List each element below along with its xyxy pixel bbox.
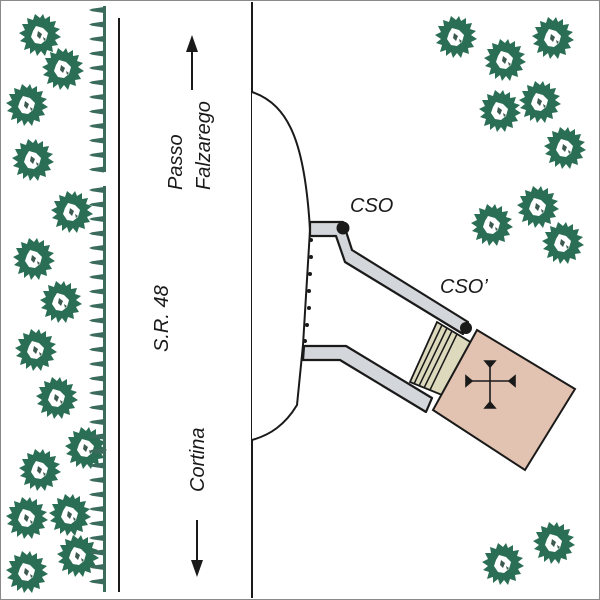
tree-icon xyxy=(19,449,61,491)
hedge-tooth xyxy=(89,94,104,100)
hedge-tooth xyxy=(89,79,104,86)
roadside-hedge xyxy=(89,6,106,592)
arrow-down-icon xyxy=(191,520,203,577)
hedge-tooth xyxy=(89,361,104,367)
hedge-tooth xyxy=(89,21,104,28)
tree-icon xyxy=(517,186,559,228)
hedge-tooth xyxy=(89,375,104,382)
hedge-tooth xyxy=(89,578,104,585)
tree-icon xyxy=(49,494,91,536)
treatment-tank xyxy=(431,328,577,472)
tree-icon xyxy=(42,48,84,90)
hedge-tooth xyxy=(89,346,104,353)
hedge-tooth xyxy=(89,288,104,295)
tree-icon xyxy=(36,377,78,419)
hedge-tooth xyxy=(89,390,104,396)
tree-icon xyxy=(19,14,61,56)
hedge-tooth xyxy=(89,201,104,208)
hedge-tooth xyxy=(89,216,104,222)
tree-icon xyxy=(471,204,513,246)
passo-label: Passo xyxy=(165,134,187,190)
cso-prime-label: CSO’ xyxy=(440,276,488,298)
inflow-pipe xyxy=(301,344,434,414)
hedge-tooth xyxy=(89,65,104,71)
hedge-stem xyxy=(103,186,106,592)
hedge-tooth xyxy=(89,564,104,570)
hedge-tooth xyxy=(89,108,104,115)
tree-icon xyxy=(519,81,561,123)
tree-icon xyxy=(435,16,477,58)
hedge-tooth xyxy=(89,245,104,251)
hedge-tooth xyxy=(89,520,104,527)
tree-icon xyxy=(57,535,99,577)
tree-icon xyxy=(6,551,48,593)
hedge-tooth xyxy=(89,506,104,512)
hedge-tooth xyxy=(89,152,104,158)
screen-section xyxy=(408,320,479,399)
tree-cluster-left xyxy=(6,14,107,593)
weir-dots xyxy=(303,238,313,343)
tree-cluster-right xyxy=(435,16,586,585)
hedge-tooth xyxy=(89,491,104,498)
tree-icon xyxy=(482,543,524,585)
tree-icon xyxy=(12,139,54,181)
tree-icon xyxy=(533,522,575,564)
hedge-tooth xyxy=(89,477,104,483)
hedge-tooth xyxy=(89,462,104,469)
overflow-chamber xyxy=(251,91,312,441)
tree-icon xyxy=(6,84,48,126)
tree-icon xyxy=(13,238,55,280)
tree-icon xyxy=(51,191,93,233)
hedge-tooth xyxy=(89,36,104,42)
hedge-tooth xyxy=(89,7,104,13)
hedge-tooth xyxy=(89,137,104,144)
hedge-tooth xyxy=(89,317,104,324)
tree-icon xyxy=(15,329,57,371)
hedge-tooth xyxy=(89,187,104,193)
hedge-tooth xyxy=(89,166,104,173)
hedge-tooth xyxy=(89,332,104,338)
arrow-up-icon xyxy=(186,35,198,90)
hedge-tooth xyxy=(89,404,104,411)
hedge-tooth xyxy=(89,433,104,440)
cso-label: CSO xyxy=(350,195,393,217)
falzarego-label: Falzarego xyxy=(193,101,215,190)
hedge-tooth xyxy=(89,303,104,309)
cross-icon xyxy=(465,360,516,409)
hedge-stem xyxy=(103,6,106,172)
tree-icon xyxy=(542,222,584,264)
tree-icon xyxy=(544,127,586,169)
tree-icon xyxy=(40,281,82,323)
hedge-tooth xyxy=(89,274,104,280)
hedge-tooth xyxy=(89,123,104,129)
tree-icon xyxy=(6,497,48,539)
hedge-tooth xyxy=(89,230,104,237)
road-name-label: S.R. 48 xyxy=(151,285,173,352)
cortina-label: Cortina xyxy=(187,428,209,492)
cso-prime-point-marker[interactable] xyxy=(460,322,472,334)
hedge-tooth xyxy=(89,535,104,541)
tree-icon xyxy=(532,17,574,59)
tree-icon xyxy=(479,90,521,132)
hedge-tooth xyxy=(89,448,104,454)
tree-icon xyxy=(65,427,107,469)
hedge-tooth xyxy=(89,549,104,556)
tree-icon xyxy=(484,39,526,81)
cso-point-marker[interactable] xyxy=(336,221,350,235)
hedge-tooth xyxy=(89,419,104,425)
hedge-tooth xyxy=(89,259,104,266)
hedge-tooth xyxy=(89,50,104,57)
